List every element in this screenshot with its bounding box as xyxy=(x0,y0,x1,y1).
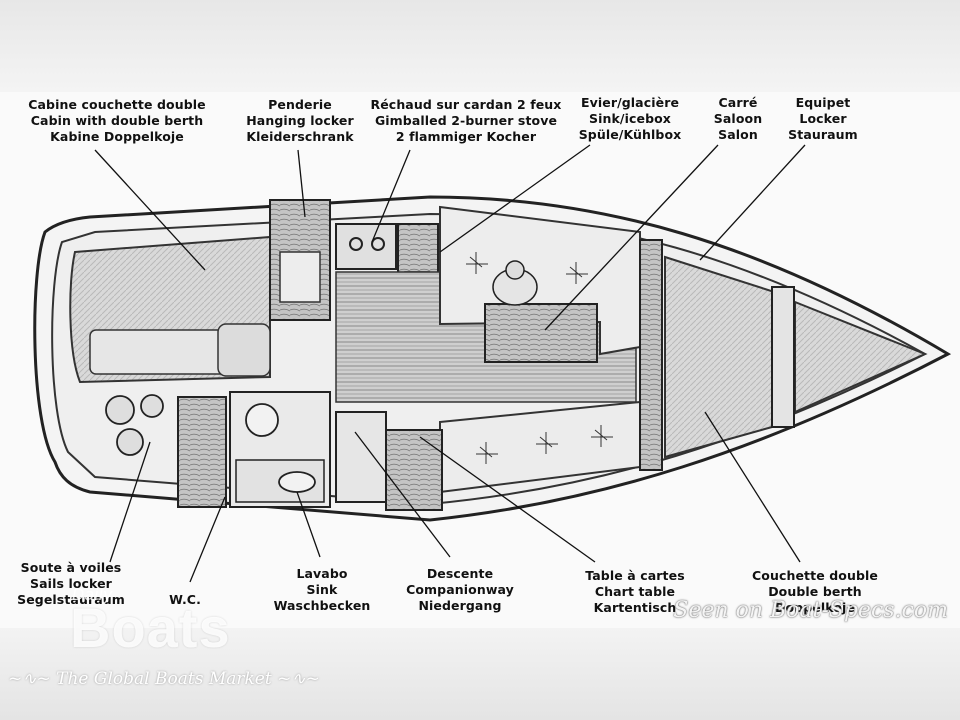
label-sail-locker: Soute à voiles Sails locker Segelstaurau… xyxy=(12,560,130,608)
label-line: Kabine Doppelkoje xyxy=(50,129,184,144)
boat-specs-watermark: Seen on Boat-Specs.com xyxy=(673,598,948,623)
label-line: Waschbecken xyxy=(273,598,371,613)
label-line: Penderie xyxy=(268,97,332,112)
galley-stove xyxy=(335,223,397,270)
label-line: Table à cartes xyxy=(585,568,685,583)
label-line: Spüle/Kühlbox xyxy=(578,127,682,142)
label-line: Salon xyxy=(718,127,758,142)
label-line: Locker xyxy=(799,111,847,126)
label-line: Carré xyxy=(718,95,758,110)
label-saloon: Carré Saloon Salon xyxy=(700,95,776,143)
label-stove: Réchaud sur cardan 2 feux Gimballed 2-bu… xyxy=(366,97,566,145)
boat-layout-diagram xyxy=(33,144,952,583)
logo-wordmark: Boats xyxy=(70,596,231,659)
brochure-sheet: Cabine couchette double Cabin with doubl… xyxy=(0,92,960,628)
dailyboats-logo: Daily Boats ~∿~ The Global Boats Market … xyxy=(0,585,320,695)
label-sink-icebox: Evier/glacière Sink/icebox Spüle/Kühlbox xyxy=(570,95,690,143)
label-line: Niedergang xyxy=(418,598,502,613)
label-line: 2 flammiger Kocher xyxy=(395,129,537,144)
top-frame xyxy=(0,0,960,92)
washbasin xyxy=(278,471,316,493)
label-line: Equipet xyxy=(795,95,851,110)
label-forward-cabin: Cabine couchette double Cabin with doubl… xyxy=(22,97,212,145)
saloon-table xyxy=(484,303,598,363)
label-line: Evier/glacière xyxy=(580,95,680,110)
label-washbasin: Lavabo Sink Waschbecken xyxy=(268,566,376,614)
label-line: Lavabo xyxy=(296,566,348,581)
ornament-right-icon: ~∿~ xyxy=(271,669,320,689)
logo-tagline-text: The Global Boats Market xyxy=(56,669,272,689)
label-line: Kartentisch xyxy=(593,600,677,615)
label-line: Kleiderschrank xyxy=(246,129,354,144)
label-chart-table: Table à cartes Chart table Kartentisch xyxy=(570,568,700,616)
label-locker: Equipet Locker Stauraum xyxy=(778,95,868,143)
logo-tagline: ~∿~ The Global Boats Market ~∿~ xyxy=(8,669,320,689)
label-line: Chart table xyxy=(594,584,676,599)
label-line: Gimballed 2-burner stove xyxy=(374,113,558,128)
label-line: Sink/icebox xyxy=(589,111,671,126)
label-line: Hanging locker xyxy=(246,113,354,128)
label-line: W.C. xyxy=(169,592,201,607)
aft-berth-cushion xyxy=(89,329,231,375)
label-line: Descente xyxy=(426,566,494,581)
label-line: Doppelkoje xyxy=(775,600,855,615)
label-line: Segelstauraum xyxy=(17,592,125,607)
label-hanging-locker: Penderie Hanging locker Kleiderschrank xyxy=(240,97,360,145)
label-line: Couchette double xyxy=(752,568,878,583)
label-line: Sails locker xyxy=(30,576,112,591)
label-companionway: Descente Companionway Niedergang xyxy=(398,566,522,614)
chart-table xyxy=(385,429,443,511)
label-line: Réchaud sur cardan 2 feux xyxy=(370,97,562,112)
wc-panel xyxy=(177,396,227,508)
label-line: Cabin with double berth xyxy=(30,113,204,128)
label-line: Cabine couchette double xyxy=(28,97,206,112)
ornament-left-icon: ~∿~ xyxy=(8,669,57,689)
toilet xyxy=(245,403,279,437)
bulkhead xyxy=(639,239,663,471)
bottom-frame xyxy=(0,628,960,720)
aft-berth-pillow xyxy=(217,323,271,377)
label-line: Companionway xyxy=(406,582,514,597)
sail-locker-winches xyxy=(105,394,164,456)
label-double-berth: Couchette double Double berth Doppelkoje xyxy=(744,568,886,616)
logo-small-text: Daily xyxy=(72,585,113,604)
label-line: Soute à voiles xyxy=(20,560,122,575)
label-line: Sink xyxy=(306,582,338,597)
label-line: Stauraum xyxy=(788,127,858,142)
label-wc: W.C. xyxy=(155,592,215,608)
companionway xyxy=(335,411,387,503)
label-line: Saloon xyxy=(713,111,763,126)
label-line: Double berth xyxy=(768,584,862,599)
